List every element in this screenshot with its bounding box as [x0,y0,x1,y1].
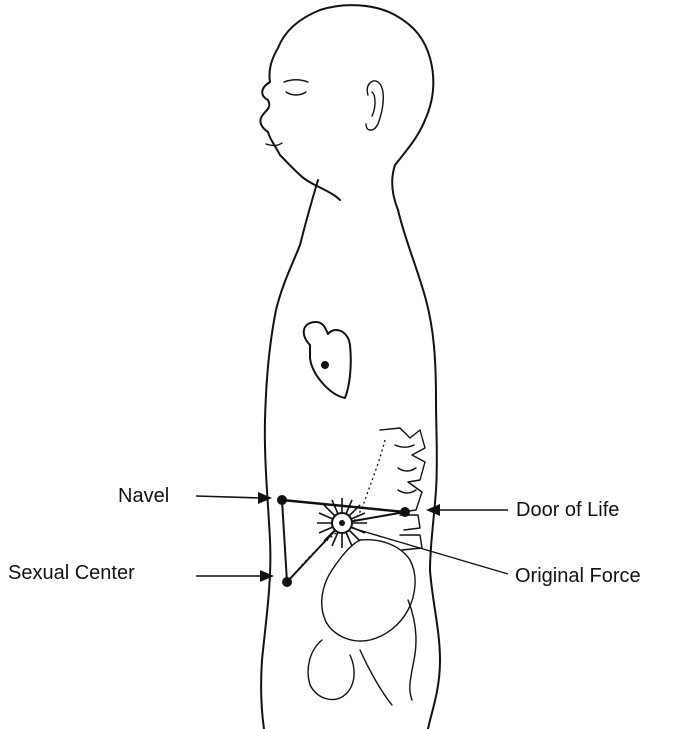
navel-sexual-line [282,500,287,582]
body-back-outline [398,210,440,729]
navel-door-line [282,500,405,512]
heart-dot [321,361,329,369]
original-force-label: Original Force [515,566,641,586]
door-of-life-arrow [426,504,508,516]
body-front-outline [261,180,318,729]
sexual-center-label: Sexual Center [8,563,135,583]
spine-shape [380,428,425,550]
heart-shape [304,322,351,398]
navel-point [277,495,287,505]
eye-icon [286,92,306,95]
pelvis-shape [308,540,416,705]
sexual-center-arrow [196,570,274,582]
navel-label: Navel [118,486,169,506]
door-of-life-label: Door of Life [516,500,619,520]
sexual-center-point [282,577,292,587]
navel-arrow [196,492,272,504]
door-of-life-point [400,507,410,517]
head-outline [260,5,433,210]
